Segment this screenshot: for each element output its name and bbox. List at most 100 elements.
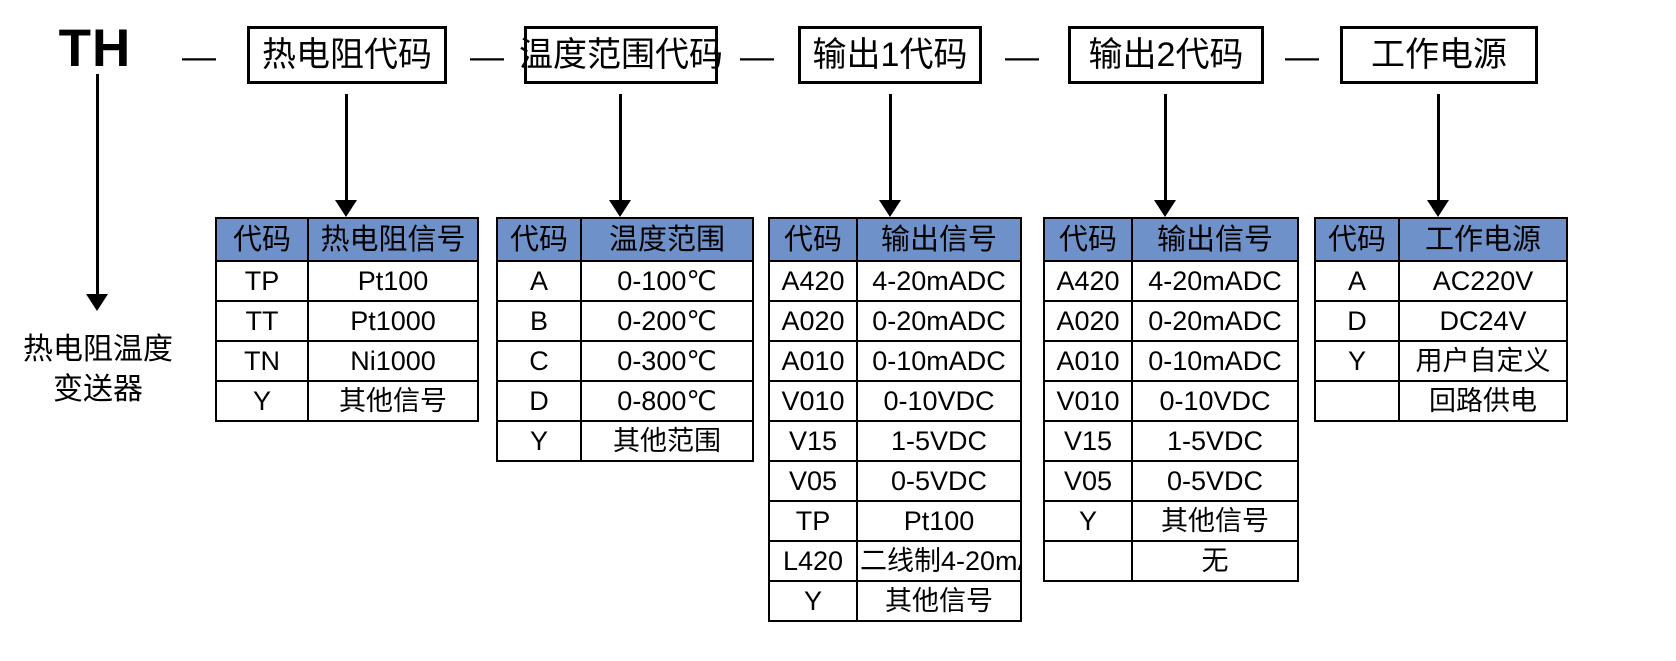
column-header: 代码 (496, 217, 582, 262)
product-caption-line-1: 热电阻温度 (23, 333, 173, 366)
column-header: 代码 (768, 217, 858, 262)
code-cell: V15 (768, 420, 858, 462)
description-cell: 其他信号 (1131, 500, 1299, 542)
segment-box-output1-code[interactable]: 输出1代码 (798, 26, 982, 84)
description-cell: 0-800℃ (580, 380, 754, 422)
column-header: 热电阻信号 (307, 217, 479, 262)
description-cell: 0-5VDC (1131, 460, 1299, 502)
description-cell: 无 (1131, 540, 1299, 582)
table-row: 回路供电 (1314, 380, 1568, 422)
code-cell: A020 (1043, 300, 1133, 342)
description-cell: DC24V (1398, 300, 1568, 342)
column-header: 代码 (1314, 217, 1400, 262)
connector-line-segment-4 (1164, 94, 1167, 207)
description-cell: 0-100℃ (580, 260, 754, 302)
description-cell: Pt100 (856, 500, 1022, 542)
description-cell: 0-5VDC (856, 460, 1022, 502)
description-cell: 其他信号 (307, 380, 479, 422)
code-cell: V010 (1043, 380, 1133, 422)
table-header-row: 代码温度范围 (496, 217, 754, 262)
description-cell: Ni1000 (307, 340, 479, 382)
segment-box-rtd-code[interactable]: 热电阻代码 (247, 26, 447, 84)
product-caption: 热电阻温度 变送器 (0, 330, 196, 410)
description-cell: 0-200℃ (580, 300, 754, 342)
code-cell: D (496, 380, 582, 422)
table-header-row: 代码输出信号 (1043, 217, 1299, 262)
arrow-head-segment-2 (609, 200, 631, 217)
arrow-head-prefix (86, 294, 108, 311)
code-cell: A420 (768, 260, 858, 302)
column-header: 输出信号 (856, 217, 1022, 262)
code-cell: Y (496, 420, 582, 462)
description-cell: 0-10mADC (1131, 340, 1299, 382)
code-cell: Y (215, 380, 309, 422)
separator-dash-1: — (182, 38, 216, 76)
table-header-row: 代码输出信号 (768, 217, 1022, 262)
description-cell: 4-20mADC (856, 260, 1022, 302)
table-row: 无 (1043, 540, 1299, 582)
connector-line-segment-3 (889, 94, 892, 207)
segment-box-output2-code[interactable]: 输出2代码 (1068, 26, 1264, 84)
description-cell: 0-20mADC (856, 300, 1022, 342)
arrow-head-segment-5 (1427, 200, 1449, 217)
code-cell: A420 (1043, 260, 1133, 302)
table-header-row: 代码热电阻信号 (215, 217, 479, 262)
connector-line-segment-5 (1437, 94, 1440, 207)
code-cell: Y (1043, 500, 1133, 542)
separator-dash-4: — (1005, 38, 1039, 76)
code-cell: C (496, 340, 582, 382)
code-cell (1043, 540, 1133, 582)
arrow-head-segment-3 (879, 200, 901, 217)
separator-dash-5: — (1285, 38, 1319, 76)
connector-line-prefix (96, 74, 99, 300)
column-header: 工作电源 (1398, 217, 1568, 262)
code-cell: Y (1314, 340, 1400, 382)
code-cell (1314, 380, 1400, 422)
description-cell: 1-5VDC (1131, 420, 1299, 462)
code-cell: A010 (768, 340, 858, 382)
connector-line-segment-1 (345, 94, 348, 207)
code-cell: TP (215, 260, 309, 302)
description-cell: 二线制4-20mA (856, 540, 1022, 582)
description-cell: 0-300℃ (580, 340, 754, 382)
description-cell: 其他范围 (580, 420, 754, 462)
column-header: 代码 (215, 217, 309, 262)
code-structure-row: TH — 热电阻代码 — 温度范围代码 — 输出1代码 — 输出2代码 — 工作… (0, 12, 1676, 94)
description-cell: 回路供电 (1398, 380, 1568, 422)
column-header: 温度范围 (580, 217, 754, 262)
segment-box-temp-range-code[interactable]: 温度范围代码 (519, 26, 723, 84)
description-cell: 0-10VDC (856, 380, 1022, 422)
column-header: 输出信号 (1131, 217, 1299, 262)
segment-box-power-supply[interactable]: 工作电源 (1340, 26, 1538, 84)
arrow-head-segment-1 (335, 200, 357, 217)
code-cell: L420 (768, 540, 858, 582)
separator-dash-2: — (470, 38, 504, 76)
description-cell: Pt1000 (307, 300, 479, 342)
description-cell: Pt100 (307, 260, 479, 302)
table-header-row: 代码工作电源 (1314, 217, 1568, 262)
description-cell: 其他信号 (856, 580, 1022, 622)
